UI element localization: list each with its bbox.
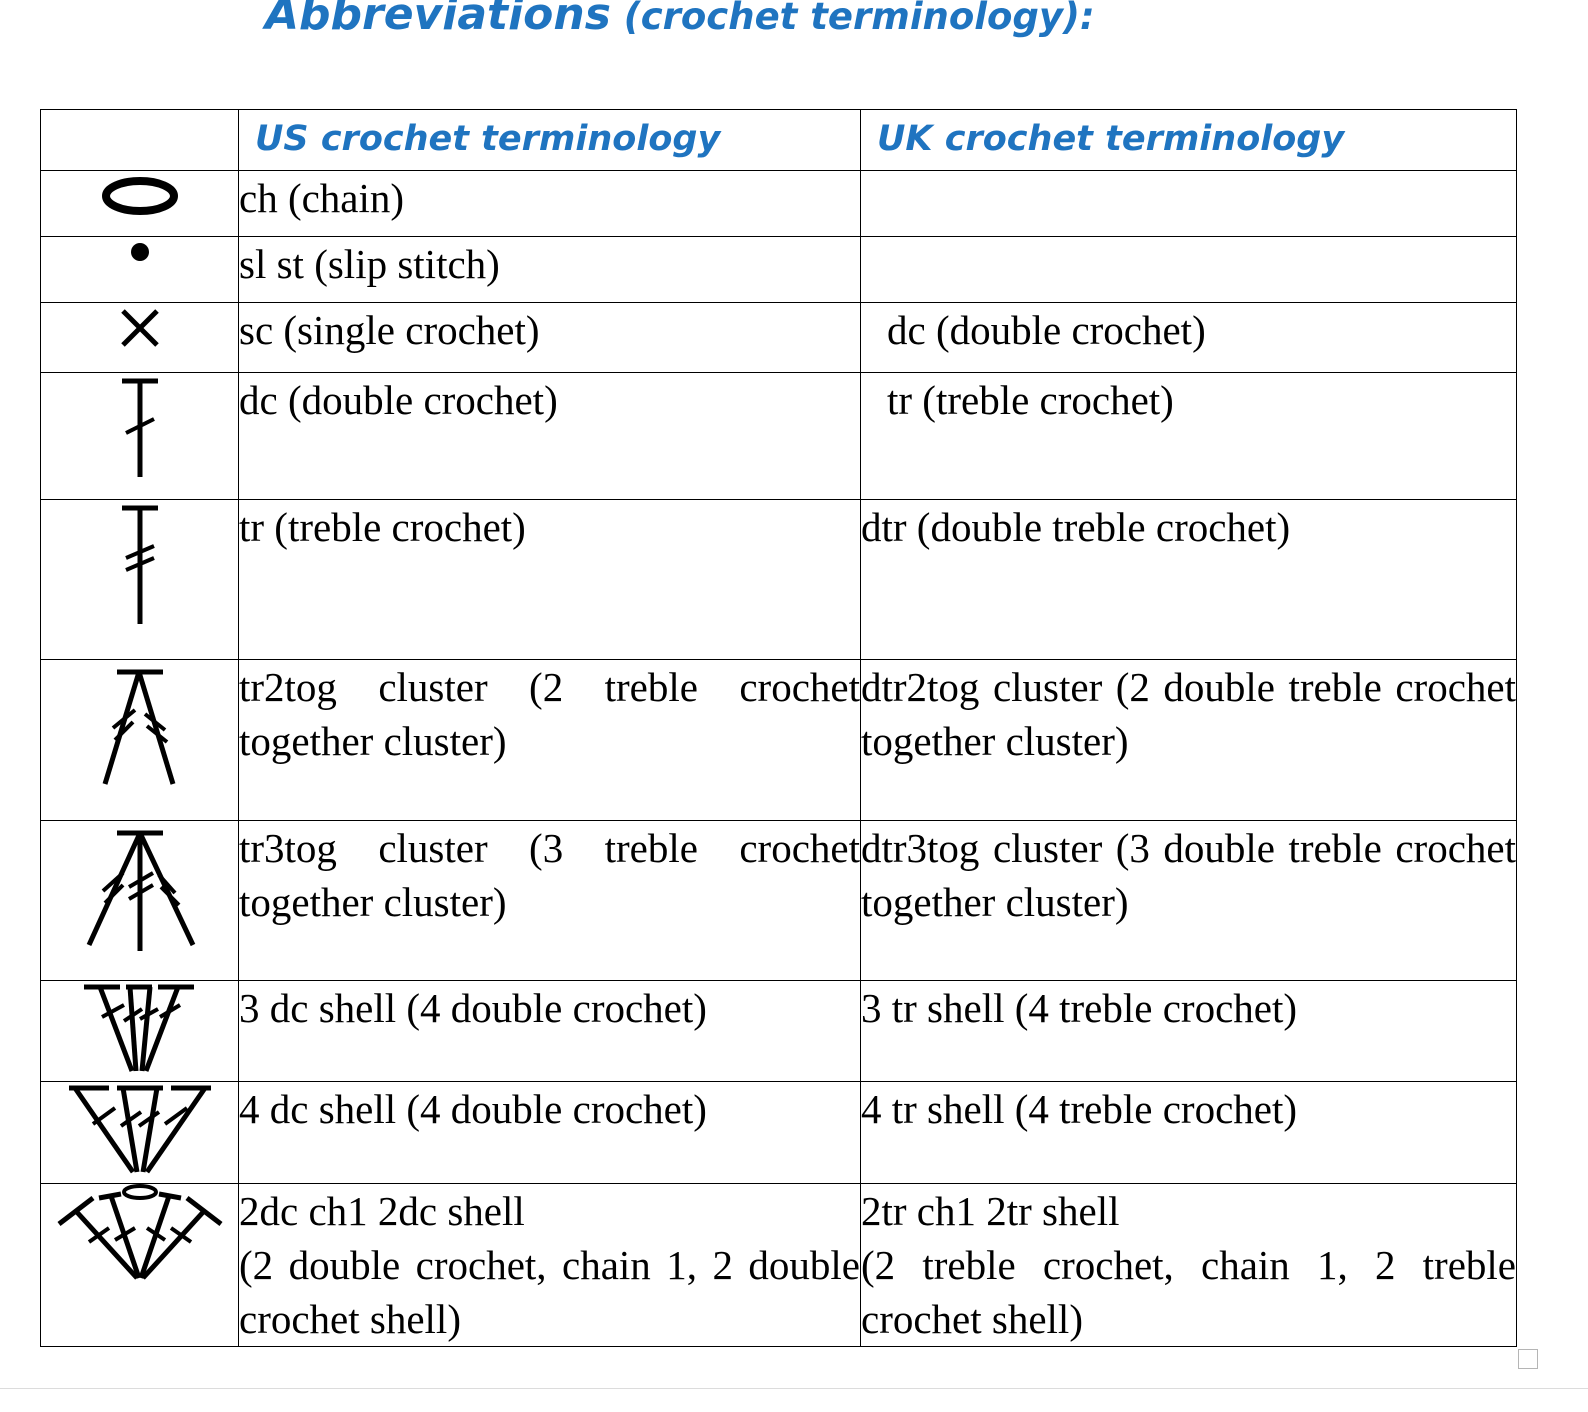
dc-ch1-dc-shell-icon <box>56 1184 223 1280</box>
us-header: US crochet terminology <box>255 119 721 159</box>
chain-icon <box>101 177 178 215</box>
header-row: US crochet terminology UK crochet termin… <box>40 109 1517 171</box>
uk-term: dc (double crochet) <box>860 302 1517 373</box>
three-dc-shell-icon <box>83 984 194 1072</box>
us-term: sl st (slip stitch) <box>238 236 861 303</box>
tr2tog-cluster-icon <box>102 669 175 785</box>
us-term: sc (single crochet) <box>238 302 861 373</box>
table-row: tr3tog cluster (3 treble crochet togethe… <box>40 820 1517 981</box>
uk-term <box>860 236 1517 303</box>
symbol-cell <box>40 1081 239 1184</box>
us-term: dc (double crochet) <box>238 372 861 500</box>
symbol-header-cell <box>40 109 239 171</box>
symbol-cell <box>40 659 239 821</box>
symbol-cell <box>40 1183 239 1347</box>
symbol-cell <box>40 372 239 500</box>
resize-handle[interactable] <box>1518 1349 1538 1369</box>
uk-term: tr (treble crochet) <box>860 372 1517 500</box>
page-title: Abbreviations (crochet terminology): <box>265 0 1095 48</box>
uk-term: dtr2tog cluster (2 double treble crochet… <box>860 659 1517 821</box>
abbreviations-table: US crochet terminology UK crochet termin… <box>40 109 1517 1347</box>
us-term: tr2tog cluster (2 treble crochet togethe… <box>238 659 861 821</box>
table-row: tr2tog cluster (2 treble crochet togethe… <box>40 659 1517 821</box>
slip-stitch-icon <box>130 243 149 261</box>
symbol-cell <box>40 236 239 303</box>
uk-term: 2tr ch1 2tr shell (2 treble crochet, cha… <box>860 1183 1517 1347</box>
uk-term: dtr3tog cluster (3 double treble crochet… <box>860 820 1517 981</box>
uk-header-cell: UK crochet terminology <box>860 109 1517 171</box>
symbol-cell <box>40 820 239 981</box>
us-term: 4 dc shell (4 double crochet) <box>238 1081 861 1184</box>
us-term: 3 dc shell (4 double crochet) <box>238 980 861 1082</box>
table-row: dc (double crochet) tr (treble crochet) <box>40 372 1517 500</box>
table-row: sl st (slip stitch) <box>40 236 1517 303</box>
table-row: 3 dc shell (4 double crochet) 3 tr shell… <box>40 980 1517 1082</box>
symbol-cell <box>40 170 239 237</box>
table-row: 2dc ch1 2dc shell (2 double crochet, cha… <box>40 1183 1517 1347</box>
uk-term: dtr (double treble crochet) <box>860 499 1517 660</box>
uk-term <box>860 170 1517 237</box>
title-subtitle: (crochet terminology): <box>610 0 1095 38</box>
symbol-cell <box>40 302 239 373</box>
table-row: sc (single crochet) dc (double crochet) <box>40 302 1517 373</box>
table-row: tr (treble crochet) dtr (double treble c… <box>40 499 1517 660</box>
page-edge-divider <box>0 1388 1588 1389</box>
treble-crochet-icon <box>121 505 158 624</box>
table-row: 4 dc shell (4 double crochet) 4 tr shell… <box>40 1081 1517 1184</box>
title-main: Abbreviations <box>265 0 611 40</box>
uk-term: 4 tr shell (4 treble crochet) <box>860 1081 1517 1184</box>
uk-term: 3 tr shell (4 treble crochet) <box>860 980 1517 1082</box>
us-term: 2dc ch1 2dc shell (2 double crochet, cha… <box>238 1183 861 1347</box>
double-crochet-icon <box>121 378 158 477</box>
table-row: ch (chain) <box>40 170 1517 237</box>
symbol-cell <box>40 980 239 1082</box>
us-term: tr3tog cluster (3 treble crochet togethe… <box>238 820 861 981</box>
us-term: tr (treble crochet) <box>238 499 861 660</box>
single-crochet-icon <box>120 309 159 347</box>
uk-header: UK crochet terminology <box>877 119 1345 159</box>
four-dc-shell-icon <box>68 1085 211 1174</box>
us-header-cell: US crochet terminology <box>238 109 861 171</box>
us-term: ch (chain) <box>238 170 861 237</box>
tr3tog-cluster-icon <box>86 830 195 951</box>
symbol-cell <box>40 499 239 660</box>
